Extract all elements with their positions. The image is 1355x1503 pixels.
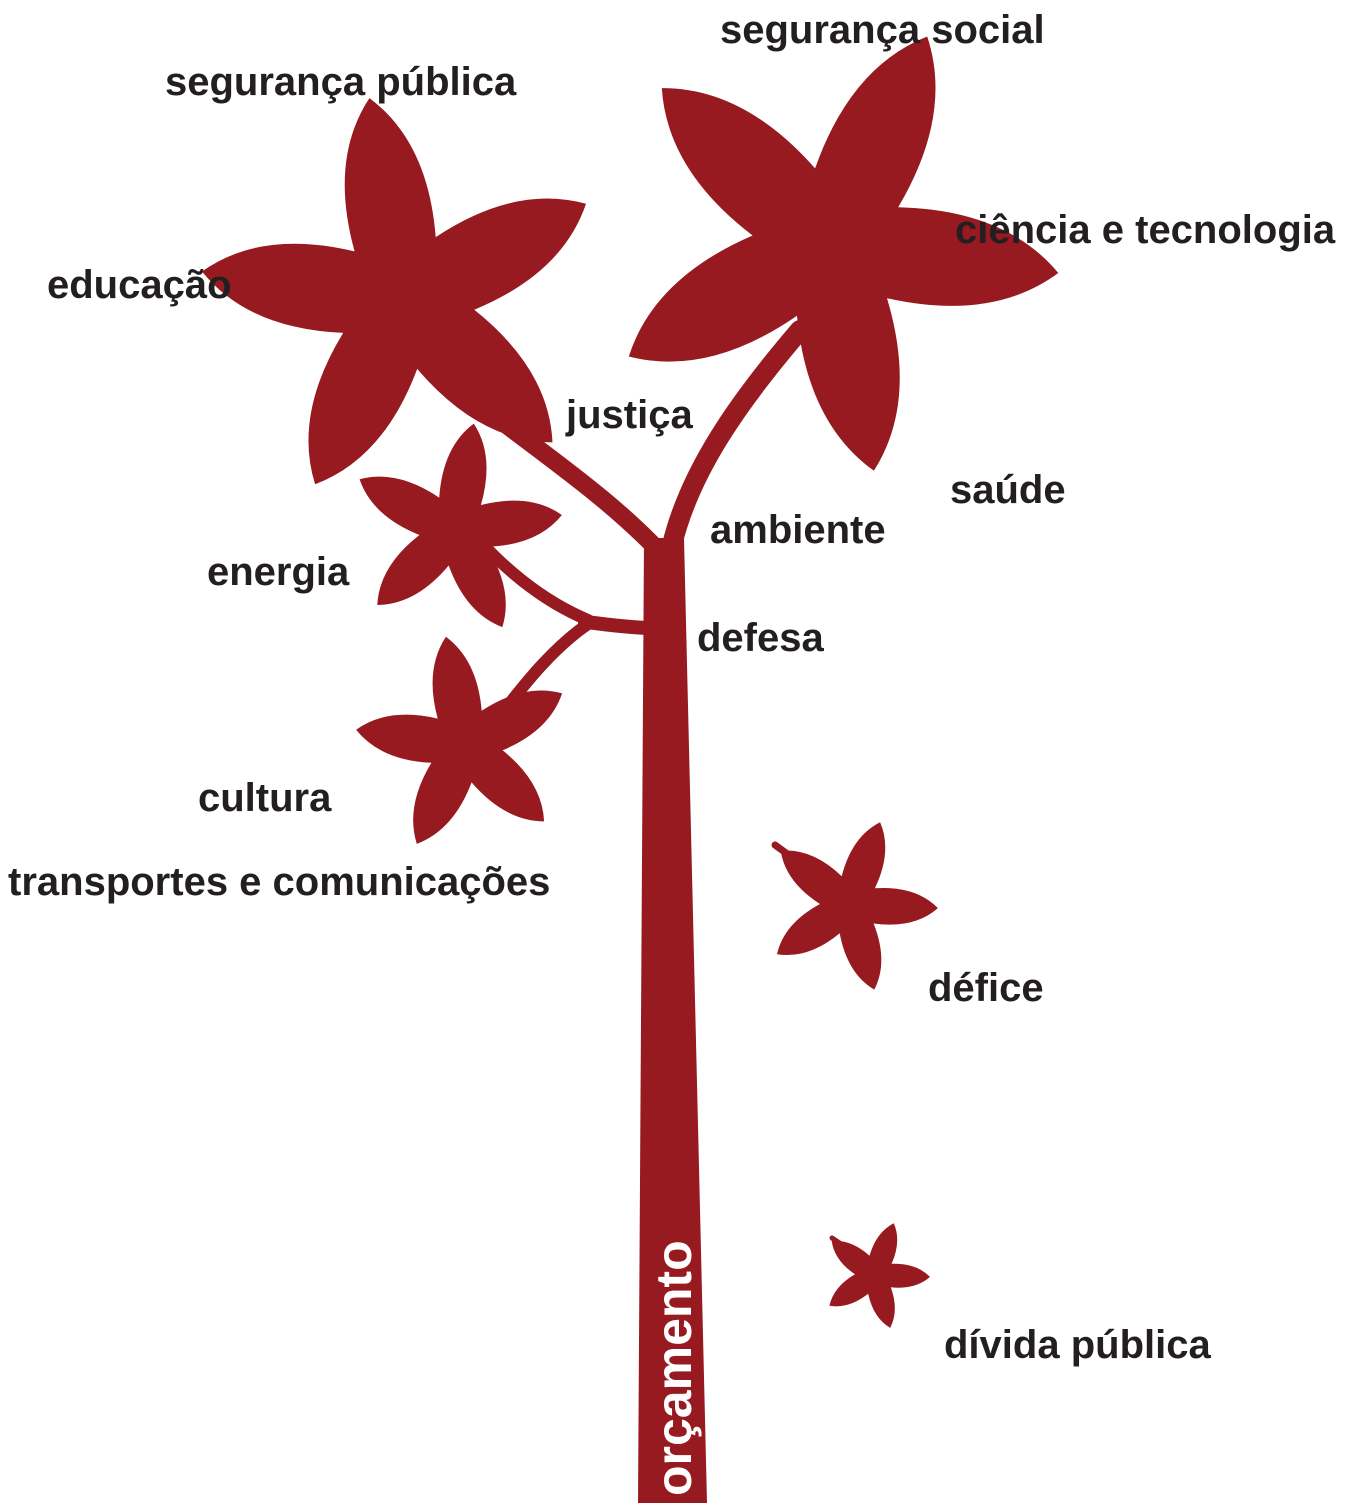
label-divida-publica: dívida pública — [944, 1323, 1211, 1367]
label-saude: saúde — [950, 468, 1066, 512]
leaf-cultura — [356, 636, 563, 844]
leaf-defice — [777, 822, 938, 990]
label-seguranca-publica: segurança pública — [165, 60, 517, 104]
label-defice: défice — [928, 966, 1044, 1010]
label-transportes-comunicacoes: transportes e comunicações — [8, 860, 551, 904]
leaves — [202, 36, 1059, 1328]
label-ciencia-tecnologia: ciência e tecnologia — [955, 208, 1336, 252]
label-defesa: defesa — [697, 616, 824, 660]
label-educacao: educação — [47, 263, 232, 307]
label-seguranca-social: segurança social — [720, 8, 1045, 52]
branch-lower-left — [578, 615, 653, 635]
leaf-upper-left — [202, 98, 586, 485]
branch-right-upper — [662, 320, 810, 555]
trunk-label-orcamento: orçamento — [646, 1240, 702, 1496]
label-ambiente: ambiente — [710, 508, 886, 552]
leaf-energia — [359, 423, 562, 628]
label-cultura: cultura — [198, 776, 332, 820]
trunk — [638, 538, 707, 1503]
leaf-upper-right — [628, 36, 1059, 471]
label-justica: justiça — [566, 393, 693, 437]
leaf-divida — [829, 1223, 930, 1328]
label-energia: energia — [207, 550, 350, 594]
